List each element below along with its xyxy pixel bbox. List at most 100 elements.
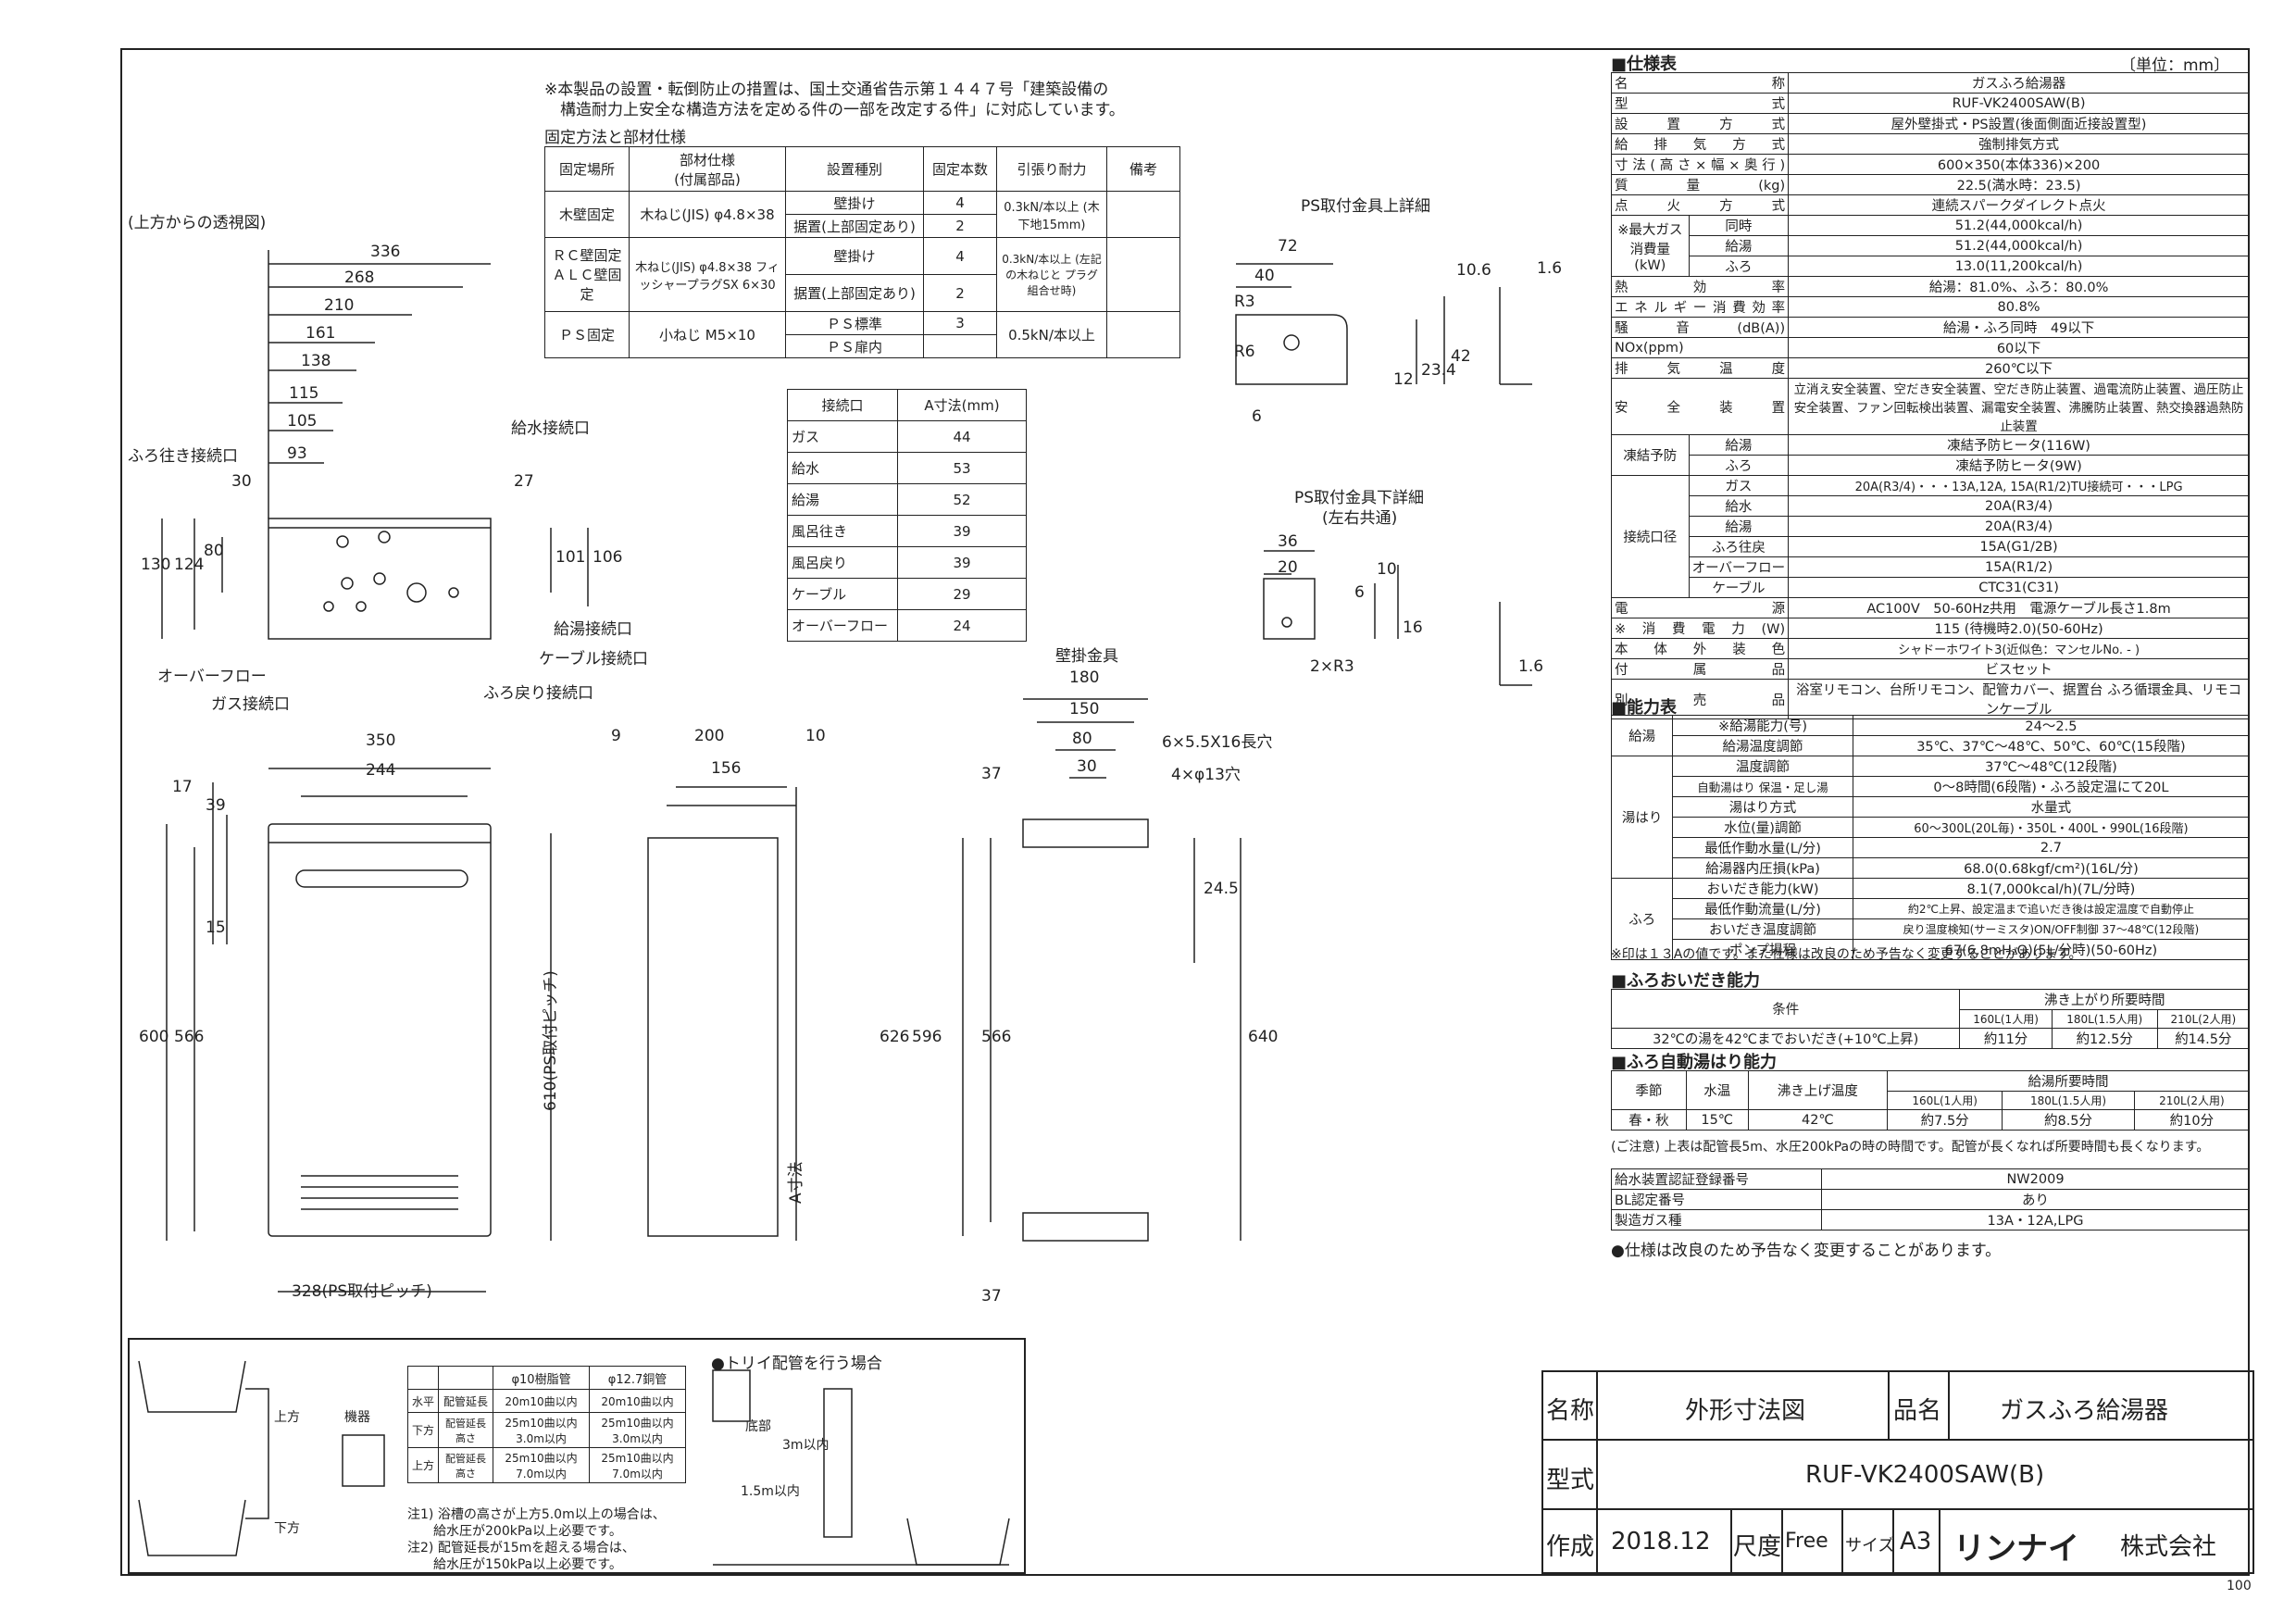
dim-80b: 80 — [1072, 730, 1092, 748]
ps-lower-title: PS取付金具下詳細 — [1294, 489, 1425, 507]
label-unit: 機器 — [344, 1410, 370, 1425]
dim-r3: R3 — [1234, 293, 1255, 311]
ps-upper-bracket — [1235, 314, 1348, 385]
tb-scale-label: 尺度 — [1733, 1533, 1782, 1561]
piping-box — [128, 1338, 1026, 1574]
dim-30b: 30 — [1077, 757, 1097, 776]
dim-40: 40 — [1254, 267, 1275, 285]
dim-30: 30 — [231, 472, 252, 491]
tb-model-value: RUF-VK2400SAW(B) — [1805, 1461, 2045, 1489]
label-overflow: オーバーフロー — [157, 668, 267, 686]
dim-600: 600 — [139, 1028, 169, 1046]
dim-105: 105 — [287, 412, 318, 431]
dim-10b: 10 — [1377, 560, 1397, 579]
dim-640: 640 — [1248, 1028, 1279, 1046]
company-logo: リンナイ — [1953, 1530, 2079, 1568]
yuhari-title: ■ふろ自動湯はり能力 — [1611, 1053, 1778, 1072]
tb-scale-value: Free — [1785, 1530, 1828, 1553]
ps-upper-title: PS取付金具上詳細 — [1301, 197, 1431, 216]
piping-note-1: 注1) 浴槽の高さが上方5.0m以上の場合は、 — [407, 1507, 666, 1522]
oidaki-table: 条件沸き上がり所要時間 160L(1人用)180L(1.5人用)210L(2人用… — [1610, 989, 2251, 1049]
dim-10-6: 10.6 — [1456, 261, 1491, 280]
label-gas: ガス接続口 — [211, 695, 290, 714]
dim-37b: 37 — [981, 1287, 1002, 1305]
note-hole: 4×φ13穴 — [1171, 766, 1241, 784]
fix-method-title: 固定方法と部材仕様 — [544, 129, 686, 147]
dim-42: 42 — [1451, 347, 1471, 366]
dim-72: 72 — [1278, 237, 1298, 256]
dim-328-ps: 328(PS取付ピッチ) — [292, 1282, 432, 1301]
tb-made-value: 2018.12 — [1611, 1528, 1711, 1555]
tb-made-label: 作成 — [1546, 1533, 1595, 1561]
cert-note: ●仕様は改良のため予告なく変更することがあります。 — [1611, 1242, 2002, 1260]
perf-title: ■能力表 — [1611, 698, 1678, 718]
dim-17: 17 — [172, 778, 193, 796]
dim-244: 244 — [366, 761, 396, 780]
yuhari-note: (ご注意) 上表は配管長5m、水圧200kPaの時の時間です。配管が長くなれば所… — [1611, 1140, 2210, 1155]
dim-566b: 566 — [981, 1028, 1012, 1046]
dim-268: 268 — [344, 269, 375, 287]
spec-title: ■仕様表 — [1611, 55, 1678, 74]
dim-6: 6 — [1252, 407, 1262, 426]
dim-350: 350 — [366, 731, 396, 750]
tb-model-label: 型式 — [1546, 1467, 1595, 1494]
ps-lower-bracket — [1263, 578, 1316, 640]
dim-9: 9 — [611, 727, 621, 745]
dim-200: 200 — [694, 727, 725, 745]
tb-product-label: 品名 — [1893, 1397, 1942, 1425]
label-furo-supply: ふろ往き接続口 — [128, 447, 238, 466]
piping-note-2: 給水圧が200kPa以上必要です。 — [407, 1524, 622, 1539]
label-bottom: 底部 — [745, 1419, 771, 1434]
tb-size-value: A3 — [1900, 1528, 1932, 1555]
piping-note-4: 給水圧が150kPa以上必要です。 — [407, 1557, 622, 1572]
label-3m: 3m以内 — [782, 1438, 830, 1453]
tb-size-label: サイズ — [1845, 1536, 1895, 1555]
dim-101: 101 — [555, 548, 586, 567]
dim-124: 124 — [174, 556, 205, 574]
dim-336: 336 — [370, 243, 401, 261]
dim-150: 150 — [1069, 700, 1100, 718]
dim-6b: 6 — [1354, 583, 1365, 602]
oidaki-title: ■ふろおいだき能力 — [1611, 971, 1761, 991]
dim-24-5: 24.5 — [1204, 880, 1239, 898]
company-suffix: 株式会社 — [2120, 1533, 2217, 1561]
page-number: 100 — [2227, 1579, 2252, 1593]
front-view-body — [268, 823, 492, 1237]
dim-130: 130 — [141, 556, 171, 574]
label-water-inlet: 給水接続口 — [511, 419, 590, 438]
tb-name-value: 外形寸法図 — [1685, 1397, 1806, 1425]
dim-20: 20 — [1278, 558, 1298, 577]
dim-10: 10 — [805, 727, 826, 745]
dim-1-6: 1.6 — [1537, 259, 1563, 278]
piping-note-3: 注2) 配管延長が15mを超える場合は、 — [407, 1541, 635, 1555]
front-vents — [301, 1175, 458, 1210]
bracket-top — [1022, 818, 1149, 848]
label-upper: 上方 — [274, 1410, 300, 1425]
dim-1-6b: 1.6 — [1518, 657, 1544, 676]
dim-2r3: 2×R3 — [1310, 657, 1354, 676]
dim-36: 36 — [1278, 532, 1298, 551]
dim-93: 93 — [287, 444, 307, 463]
dim-15: 15 — [206, 918, 226, 937]
top-view-body — [268, 518, 492, 640]
dim-161: 161 — [306, 324, 336, 343]
dim-27: 27 — [514, 472, 534, 491]
spec-unit: 〔単位：mm〕 — [2120, 56, 2230, 75]
note-slot: 6×5.5X16長穴 — [1162, 733, 1273, 752]
dim-39: 39 — [206, 796, 226, 815]
title-block — [1541, 1370, 2254, 1574]
dim-23-4: 23.4 — [1421, 361, 1456, 380]
fix-method-table: 固定場所 部材仕様 (付属部品) 設置種別 固定本数 引張り耐力 備考 木壁固定… — [544, 146, 1180, 358]
bracket-bottom — [1022, 1212, 1149, 1242]
dim-156: 156 — [711, 759, 742, 778]
label-lower: 下方 — [274, 1521, 300, 1536]
perf-note: ※印は１３Aの値です。また仕様は改良のため予告なく変更することがあります。 — [1611, 947, 2082, 962]
dim-138: 138 — [301, 352, 331, 370]
